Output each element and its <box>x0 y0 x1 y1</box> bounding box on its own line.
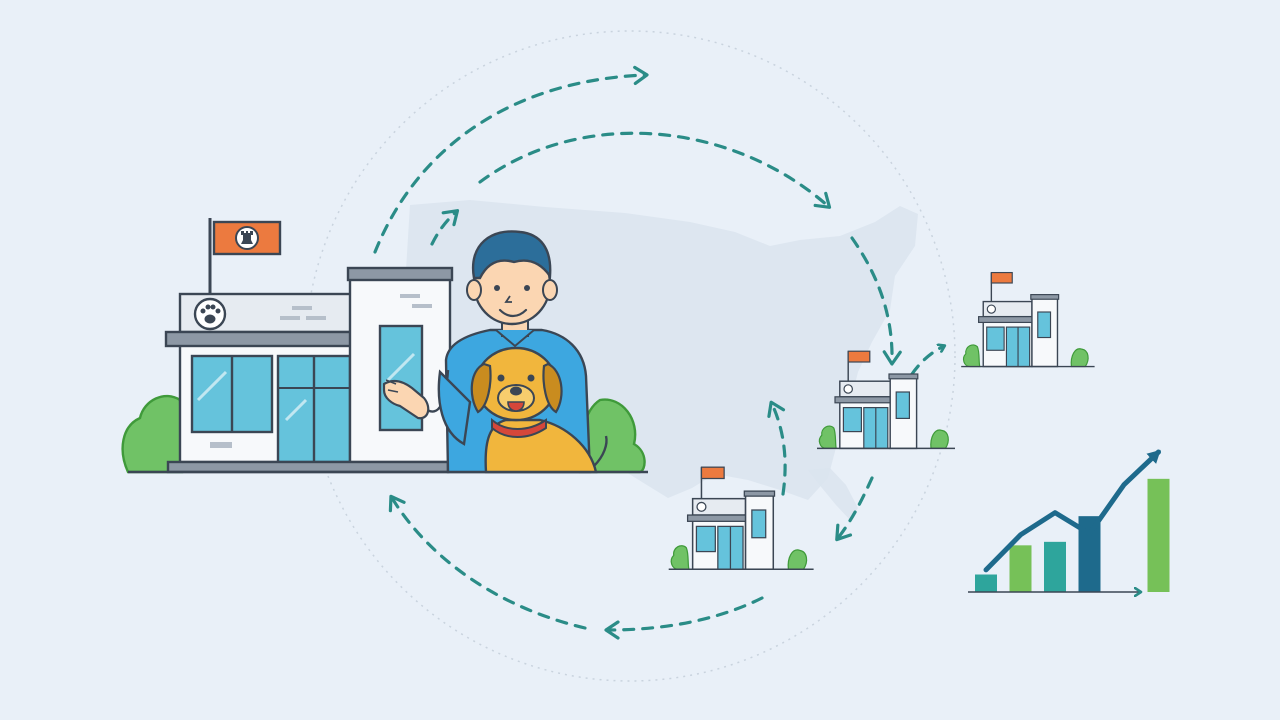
shop-owner-with-dog <box>382 230 608 474</box>
owner-hair <box>471 230 552 280</box>
arrow-left-up <box>388 494 587 630</box>
arrow-small-left <box>430 209 460 246</box>
cycle-guide-circle <box>304 30 956 682</box>
arrow-inner-top <box>478 131 832 209</box>
dog-ear-right <box>542 362 563 414</box>
paw-print-icon <box>193 297 227 331</box>
flow-arrows <box>373 65 944 640</box>
chart-bar-1 <box>975 574 997 592</box>
dog-tail <box>593 435 608 467</box>
dog-collar <box>491 417 547 438</box>
chess-rook-icon <box>235 226 259 250</box>
arrow-to-north-east-store <box>910 346 944 376</box>
arrow-right-down <box>850 236 902 366</box>
arrow-bottom-left <box>604 596 764 640</box>
chart-bar-2 <box>1009 545 1032 592</box>
arrow-outer-top <box>373 65 649 254</box>
chart-trend-line <box>983 449 1161 573</box>
chart-bar-3 <box>1044 541 1066 592</box>
arrow-up-to-east-store <box>767 400 787 496</box>
owner-hand <box>382 379 430 420</box>
bush-left <box>121 394 184 474</box>
chart-bar-6 <box>1147 478 1170 592</box>
growth-bar-chart <box>968 449 1170 592</box>
chart-bar-4 <box>1078 516 1101 592</box>
usa-map-florida <box>808 468 858 520</box>
dog-ear-left <box>470 362 492 414</box>
arrow-down-from-east-store <box>835 476 874 542</box>
